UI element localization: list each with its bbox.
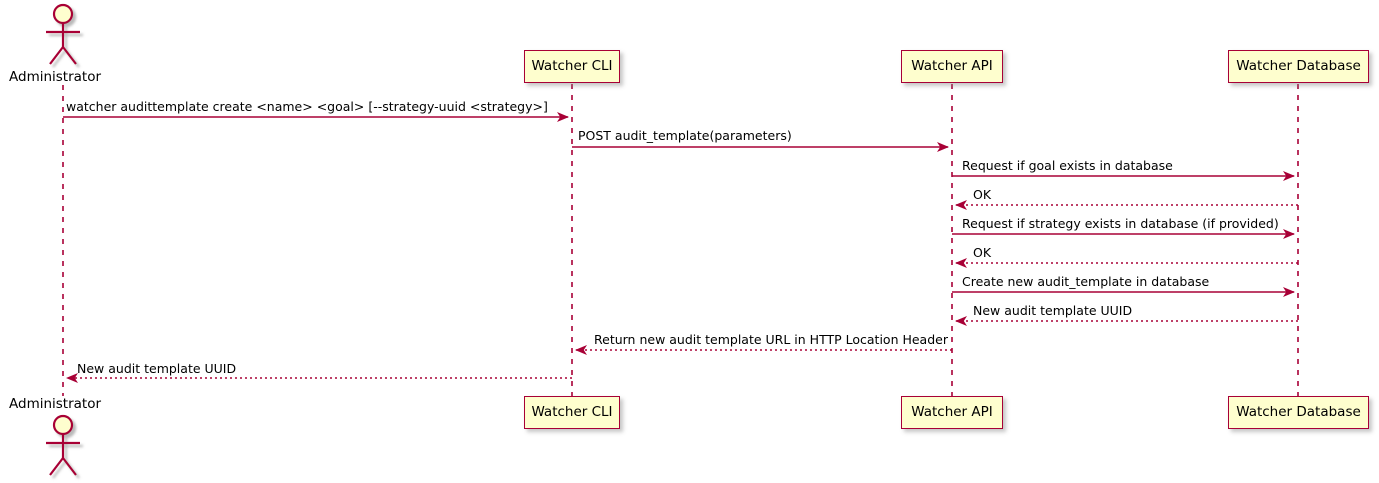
message-label-10: New audit template UUID xyxy=(77,361,237,376)
actor-administrator-top xyxy=(46,3,80,65)
participant-box-watcher-api-bottom[interactable]: Watcher API xyxy=(901,396,1003,429)
message-label-5: Request if strategy exists in database (… xyxy=(962,216,1279,231)
message-arrows xyxy=(63,112,1298,383)
message-label-4: OK xyxy=(973,187,992,202)
actor-leg-right xyxy=(62,46,77,65)
message-label-1: watcher audittemplate create <name> <goa… xyxy=(66,99,548,114)
participant-box-watcher-cli-bottom[interactable]: Watcher CLI xyxy=(524,396,620,429)
message-label-7: Create new audit_template in database xyxy=(962,274,1210,289)
participant-box-watcher-database-bottom[interactable]: Watcher Database xyxy=(1228,396,1369,429)
actor-leg-right xyxy=(62,457,77,476)
actor-label-administrator-top: Administrator xyxy=(9,69,102,85)
participant-box-watcher-api-top[interactable]: Watcher API xyxy=(901,50,1003,83)
actor-label-administrator-bottom: Administrator xyxy=(9,396,102,412)
message-label-3: Request if goal exists in database xyxy=(962,158,1173,173)
actor-leg-left xyxy=(49,457,64,476)
message-label-8: New audit template UUID xyxy=(973,303,1133,318)
actor-leg-left xyxy=(49,46,64,65)
actor-administrator-bottom xyxy=(46,414,80,476)
participant-box-watcher-cli-top[interactable]: Watcher CLI xyxy=(524,50,620,83)
message-label-9: Return new audit template URL in HTTP Lo… xyxy=(594,332,948,347)
actor-head-icon xyxy=(52,3,74,25)
participant-box-watcher-database-top[interactable]: Watcher Database xyxy=(1228,50,1369,83)
lifelines xyxy=(62,84,1299,396)
message-label-2: POST audit_template(parameters) xyxy=(578,128,792,143)
message-label-6: OK xyxy=(973,245,992,260)
actor-head-icon xyxy=(52,414,74,436)
